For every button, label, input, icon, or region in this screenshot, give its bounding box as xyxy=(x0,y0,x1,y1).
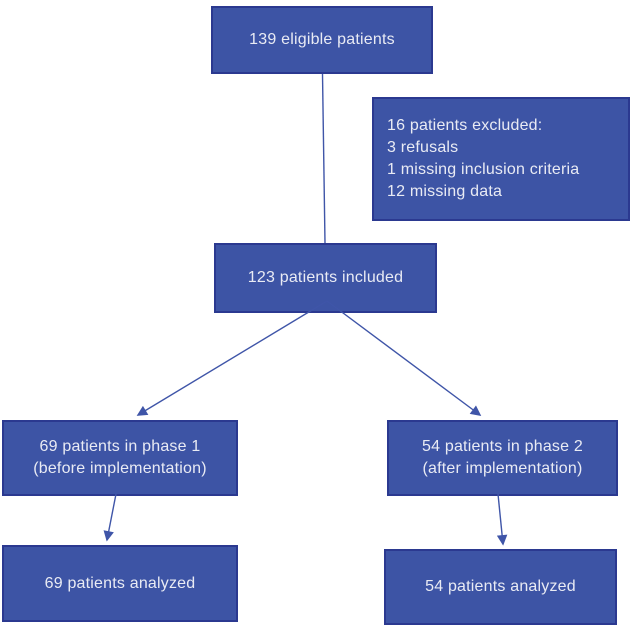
phase1-analyzed-label: 69 patients analyzed xyxy=(44,574,196,592)
phase2-analyzed-box: 54 patients analyzed xyxy=(384,549,617,625)
included-patients-label: 123 patients included xyxy=(247,269,404,286)
connector-included-to-phase2-arrow xyxy=(326,300,482,416)
excluded-line-1: 16 patients excluded: xyxy=(387,117,543,134)
phase2-patients-box: 54 patients in phase 2 (after implementa… xyxy=(387,420,618,496)
phase2-analyzed-label: 54 patients analyzed xyxy=(425,578,576,595)
connector-phase2-to-analyzed-arrow xyxy=(496,493,508,546)
included-patients-box: 123 patients included xyxy=(214,243,437,313)
phase2-line-2: (after implementation) xyxy=(422,460,583,477)
eligible-patients-box: 139 eligible patients xyxy=(211,6,433,74)
phase1-analyzed-box: 69 patients analyzed xyxy=(2,545,238,622)
connector-phase1-to-analyzed-arrow xyxy=(103,493,117,542)
eligible-patients-label: 139 eligible patients xyxy=(249,31,395,48)
excluded-patients-box: 16 patients excluded: 3 refusals 1 missi… xyxy=(372,97,630,221)
excluded-line-2: 3 refusals xyxy=(387,139,459,156)
phase1-line-2: (before implementation) xyxy=(33,460,207,477)
phase1-patients-box: 69 patients in phase 1 (before implement… xyxy=(2,420,238,496)
excluded-line-4: 12 missing data xyxy=(387,183,503,200)
connector-eligible-to-included xyxy=(321,73,326,244)
connector-included-to-phase1-arrow xyxy=(136,300,328,416)
phase1-line-1: 69 patients in phase 1 xyxy=(39,438,201,455)
phase2-line-1: 54 patients in phase 2 xyxy=(422,438,583,455)
excluded-line-3: 1 missing inclusion criteria xyxy=(387,161,580,178)
